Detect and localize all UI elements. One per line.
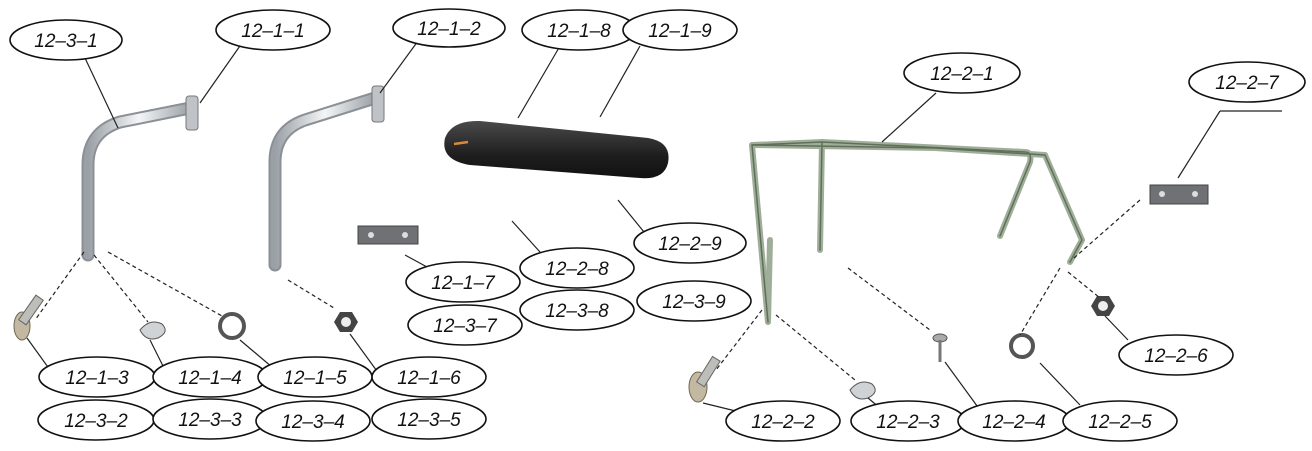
callout-label: 12–1–3 xyxy=(65,368,129,389)
callout-12-2-8: 12–2–8 xyxy=(519,247,635,289)
armrest-support-tube-right xyxy=(268,85,385,272)
callout-12-1-5: 12–1–5 xyxy=(257,356,373,398)
callout-label: 12–3–3 xyxy=(178,410,242,431)
callout-label: 12–2–8 xyxy=(545,259,609,280)
callout-label: 12–1–5 xyxy=(283,368,347,389)
nut-icon-right xyxy=(849,381,876,400)
callout-12-1-8: 12–1–8 xyxy=(521,9,637,51)
callout-label: 12–2–6 xyxy=(1144,346,1208,367)
armrest-pad xyxy=(444,120,669,179)
callout-12-3-9: 12–3–9 xyxy=(636,280,752,322)
callout-label: 12–2–7 xyxy=(1215,73,1280,94)
callout-label: 12–2–3 xyxy=(876,412,940,433)
callout-12-1-1: 12–1–1 xyxy=(215,9,331,51)
callout-label: 12–3–7 xyxy=(433,316,498,337)
callout-12-2-3: 12–2–3 xyxy=(850,400,966,442)
callout-label: 12–3–2 xyxy=(64,411,128,432)
callout-12-3-4: 12–3–4 xyxy=(255,400,371,442)
callout-12-1-2: 12–1–2 xyxy=(392,8,506,48)
callout-label: 12–1–7 xyxy=(431,273,496,294)
mounting-plate-right xyxy=(1149,184,1209,205)
bolt-icon-right xyxy=(688,355,721,403)
callout-label: 12–2–9 xyxy=(658,234,722,255)
bolt-icon-left xyxy=(13,294,44,341)
callout-12-3-7: 12–3–7 xyxy=(407,304,523,346)
assembly-dashed-lines xyxy=(34,199,1141,381)
callout-label: 12–2–1 xyxy=(930,64,993,85)
armrest-support-tube-left xyxy=(81,95,199,262)
callout-12-2-5: 12–2–5 xyxy=(1062,400,1178,442)
callout-12-1-6: 12–1–6 xyxy=(371,356,487,398)
callout-label: 12–2–4 xyxy=(982,412,1045,433)
callout-label: 12–3–5 xyxy=(397,410,461,431)
callout-12-3-3: 12–3–3 xyxy=(152,398,268,440)
callout-label: 12–3–1 xyxy=(34,31,97,52)
callout-12-2-7: 12–2–7 xyxy=(1188,61,1306,103)
callout-label: 12–3–4 xyxy=(281,412,344,433)
callout-label: 12–1–1 xyxy=(241,21,304,42)
lock-nut-icon-left xyxy=(334,312,358,332)
callout-12-2-9: 12–2–9 xyxy=(633,222,747,264)
nut-icon-left xyxy=(139,321,166,340)
callout-label: 12–2–5 xyxy=(1088,412,1152,433)
callout-12-1-9: 12–1–9 xyxy=(622,9,738,51)
seat-frame xyxy=(749,139,1085,325)
callout-12-3-8: 12–3–8 xyxy=(519,289,635,331)
callout-12-2-6: 12–2–6 xyxy=(1118,334,1234,376)
callout-12-3-5: 12–3–5 xyxy=(371,398,487,440)
callout-label: 12–1–8 xyxy=(547,21,611,42)
washer-icon-right xyxy=(1009,333,1035,359)
screw-icon xyxy=(932,333,948,362)
callout-12-1-3: 12–1–3 xyxy=(38,356,156,398)
callout-label: 12–3–8 xyxy=(545,301,609,322)
callout-12-1-7: 12–1–7 xyxy=(405,261,521,303)
callout-label: 12–1–4 xyxy=(178,368,241,389)
callout-label: 12–1–6 xyxy=(397,368,461,389)
callout-label: 12–2–2 xyxy=(751,412,815,433)
callout-12-3-2: 12–3–2 xyxy=(37,399,155,441)
mounting-plate-left xyxy=(357,225,419,245)
lock-nut-icon-right xyxy=(1091,296,1115,316)
callout-label: 12–1–9 xyxy=(648,21,712,42)
callout-12-2-1: 12–2–1 xyxy=(903,52,1021,94)
callout-12-2-2: 12–2–2 xyxy=(725,400,841,442)
callout-label: 12–1–2 xyxy=(417,19,481,40)
callout-label: 12–3–9 xyxy=(662,292,726,313)
callout-12-1-4: 12–1–4 xyxy=(152,356,268,398)
callout-12-3-1: 12–3–1 xyxy=(9,19,123,61)
callout-12-2-4: 12–2–4 xyxy=(957,400,1071,442)
washer-icon-left xyxy=(218,312,246,340)
